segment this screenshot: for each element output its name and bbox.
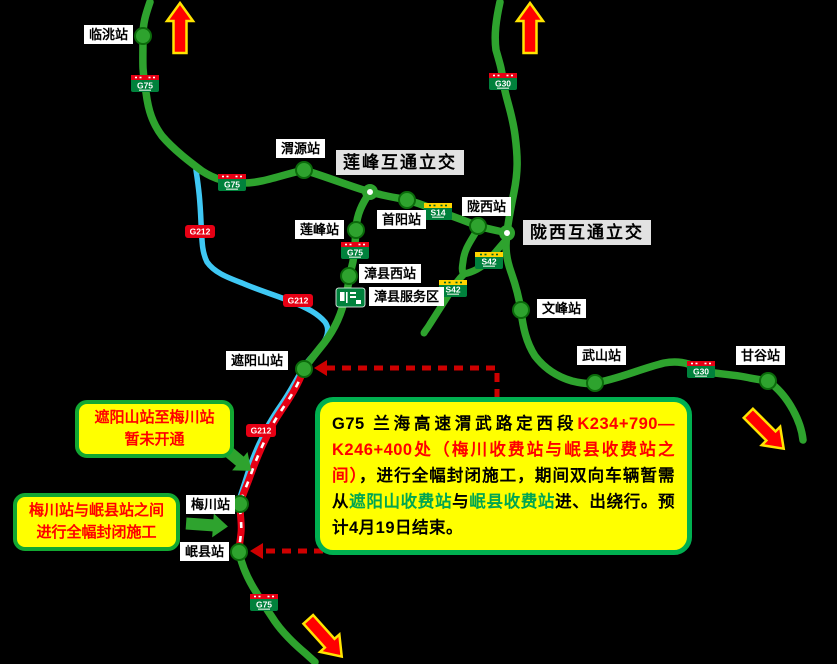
svg-text:G212: G212 bbox=[288, 296, 309, 306]
station-dot-gangu bbox=[759, 372, 777, 390]
closure-announcement: G75 兰海高速渭武路定西段K234+790—K246+400处（梅川收费站与岷… bbox=[315, 397, 692, 555]
svg-text:G75: G75 bbox=[256, 600, 272, 610]
announcement-text-black-3: 与 bbox=[452, 493, 470, 511]
station-dot-minxian bbox=[230, 543, 248, 561]
announcement-text-green-minxian-toll: 岷县收费站 bbox=[469, 493, 556, 511]
station-dot-lintao bbox=[134, 27, 152, 45]
station-dot-longxi bbox=[469, 217, 487, 235]
svg-text:S14: S14 bbox=[430, 208, 445, 218]
shield-g75-zhangxian: G75 bbox=[341, 242, 369, 259]
station-dot-zheyangshan bbox=[295, 360, 313, 378]
detour-arrowhead-minxian bbox=[250, 543, 263, 559]
station-dot-weiyuan bbox=[295, 161, 313, 179]
station-label-zhangxian-service-area: 漳县服务区 bbox=[369, 287, 445, 306]
station-dot-zhangxian-west bbox=[340, 267, 358, 285]
callout-not-open: 遮阳山站至梅川站 暂未开通 bbox=[75, 400, 234, 458]
announcement-text-black-4: 进、出绕行。预计4月19日结束。 bbox=[332, 493, 676, 537]
shield-s42-north: S42 bbox=[475, 252, 503, 269]
callout-arrow-closed bbox=[185, 513, 228, 538]
interchange-ring-longxi bbox=[499, 225, 515, 241]
station-dot-wenfeng bbox=[512, 301, 530, 319]
interchange-label-lianfeng: 莲峰互通立交 bbox=[336, 150, 464, 175]
road-s42-branch-from-longxi bbox=[458, 228, 480, 277]
announcement-text-red-kilometer-range: K234+790—K246+400处（梅川收费站与岷县收费站之间） bbox=[332, 415, 675, 485]
station-label-shouyang: 首阳站 bbox=[377, 210, 427, 229]
station-label-longxi: 陇西站 bbox=[462, 197, 512, 216]
shield-g212-middle: G212 bbox=[283, 294, 313, 307]
direction-arrow-north-g75 bbox=[164, 0, 196, 55]
svg-text:G75: G75 bbox=[347, 248, 363, 258]
station-label-zheyangshan: 遮阳山站 bbox=[226, 351, 289, 370]
shield-g30-east: G30 bbox=[687, 361, 715, 378]
station-dot-wushan bbox=[586, 374, 604, 392]
callout-closed-line2: 进行全幅封闭施工 bbox=[36, 524, 157, 541]
station-label-zhangxian-west: 漳县西站 bbox=[359, 264, 422, 283]
service-area-icon bbox=[335, 287, 366, 308]
station-label-wenfeng: 文峰站 bbox=[537, 299, 587, 318]
announcement-text-green-zheyangshan-toll: 遮阳山收费站 bbox=[349, 493, 453, 511]
road-closed-section-stripes bbox=[237, 368, 306, 553]
svg-text:G30: G30 bbox=[495, 79, 511, 89]
interchange-ring-lianfeng bbox=[362, 184, 378, 200]
station-label-meichuan: 梅川站 bbox=[186, 495, 236, 514]
shield-s42-south: S42 bbox=[439, 280, 467, 297]
direction-arrow-southeast-g30 bbox=[741, 406, 786, 451]
shield-g75-south: G75 bbox=[250, 594, 278, 611]
direction-arrow-south-g75 bbox=[301, 613, 344, 659]
station-label-lintao: 临洮站 bbox=[84, 25, 134, 44]
svg-text:G30: G30 bbox=[693, 367, 709, 377]
svg-text:G75: G75 bbox=[224, 180, 240, 190]
svg-text:G212: G212 bbox=[251, 426, 272, 436]
callout-not-open-line2: 暂未开通 bbox=[124, 431, 185, 448]
shield-g30-north: G30 bbox=[489, 73, 517, 90]
station-dot-shouyang bbox=[398, 191, 416, 209]
direction-arrow-north-g30 bbox=[514, 0, 546, 55]
svg-text:S42: S42 bbox=[481, 257, 496, 267]
callout-not-open-line1: 遮阳山站至梅川站 bbox=[94, 409, 215, 426]
announcement-text-black-1: G75 兰海高速渭武路定西段 bbox=[332, 415, 578, 433]
callout-closed: 梅川站与岷县站之间 进行全幅封闭施工 bbox=[13, 493, 180, 551]
shield-g212-north: G212 bbox=[185, 225, 215, 238]
station-label-lianfeng: 莲峰站 bbox=[295, 220, 345, 239]
interchange-label-longxi: 陇西互通立交 bbox=[523, 220, 651, 245]
shield-g75-lintao: G75 bbox=[131, 75, 159, 92]
station-label-wushan: 武山站 bbox=[577, 346, 627, 365]
shield-s14: S14 bbox=[424, 203, 452, 220]
svg-text:G75: G75 bbox=[137, 81, 153, 91]
station-label-gangu: 甘谷站 bbox=[736, 346, 786, 365]
callout-closed-line1: 梅川站与岷县站之间 bbox=[28, 502, 164, 519]
announcement-text-black-2: ，进行全幅封闭施工，期间双向车辆暂需从 bbox=[332, 467, 676, 511]
detour-arrowhead-zheyangshan bbox=[314, 360, 327, 376]
shield-g212-south: G212 bbox=[246, 424, 276, 437]
road-g30-north bbox=[491, 0, 521, 237]
station-label-weiyuan: 渭源站 bbox=[276, 139, 326, 158]
shield-g75-weiyuan: G75 bbox=[218, 174, 246, 191]
svg-text:G212: G212 bbox=[190, 227, 211, 237]
svg-text:S42: S42 bbox=[445, 285, 460, 295]
station-label-minxian: 岷县站 bbox=[180, 542, 230, 561]
station-dot-lianfeng bbox=[347, 221, 365, 239]
